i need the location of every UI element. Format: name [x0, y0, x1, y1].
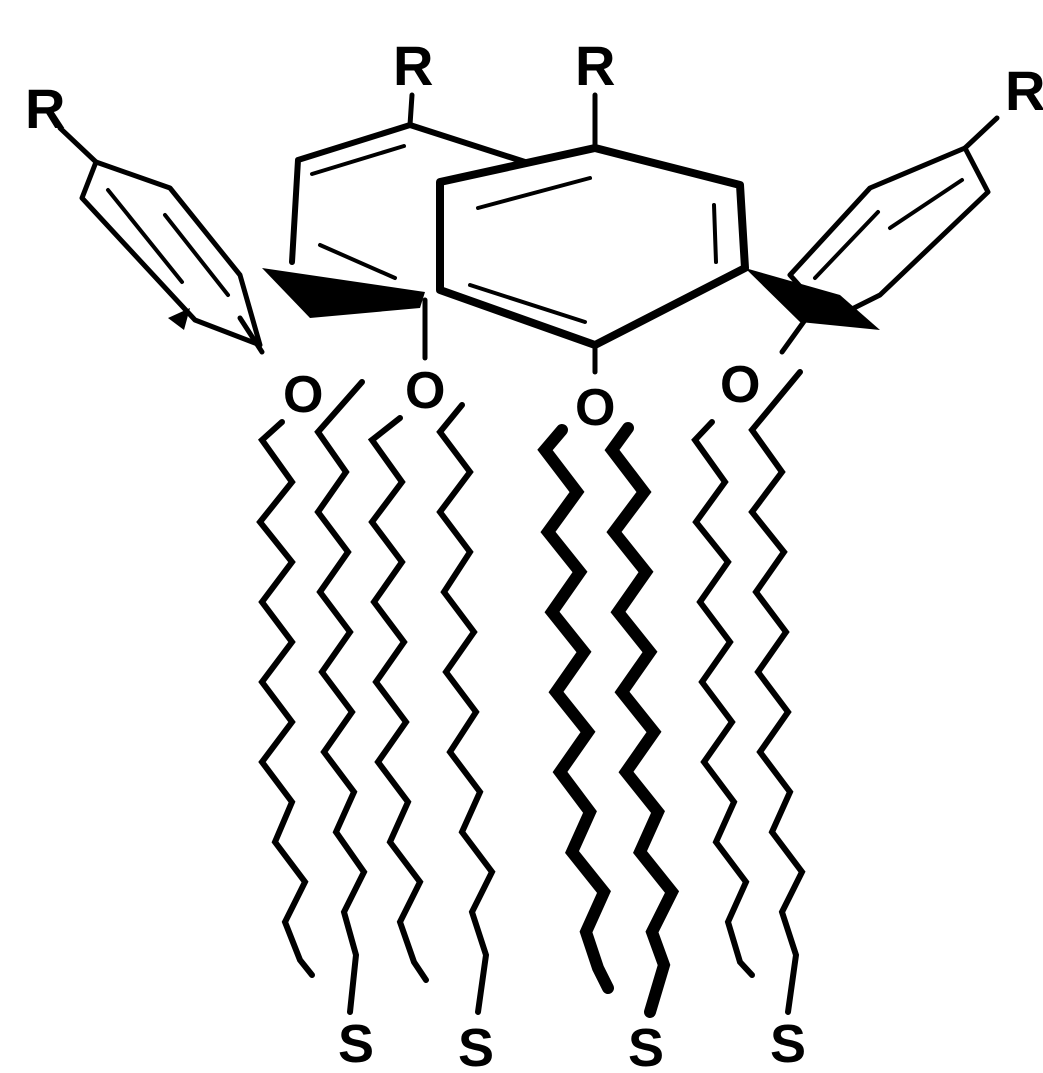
chain-3b: [604, 422, 680, 1018]
s-label-1: S: [338, 1014, 374, 1073]
aromatic-rings: [57, 92, 1000, 375]
o-label-1: O: [283, 366, 323, 424]
chain-3a: [537, 424, 614, 994]
r-label-inner-left: R: [393, 34, 433, 97]
o-label-4: O: [720, 356, 760, 414]
r-label-inner-right: R: [575, 34, 615, 97]
ring-front: [436, 92, 749, 349]
alkyl-chains: [256, 369, 806, 1018]
chain-2a: [367, 415, 429, 983]
ring-far-left: [57, 125, 263, 348]
ring-far-right: [745, 115, 1000, 330]
r-label-far-right: R: [1005, 59, 1043, 122]
atom-labels: R R R R O O O O S S S S: [25, 34, 1043, 1073]
s-label-2: S: [458, 1018, 494, 1073]
o-label-2: O: [405, 362, 445, 420]
chain-4a: [691, 419, 755, 978]
chain-1b: [314, 379, 368, 1015]
r-label-far-left: R: [25, 77, 65, 140]
o-label-3: O: [575, 379, 615, 437]
ring-inner-left: [262, 92, 528, 318]
chain-2b: [436, 402, 496, 1015]
s-label-3: S: [628, 1018, 664, 1073]
chain-4b: [748, 369, 806, 1015]
s-label-4: S: [770, 1014, 806, 1073]
chain-1a: [256, 419, 315, 978]
